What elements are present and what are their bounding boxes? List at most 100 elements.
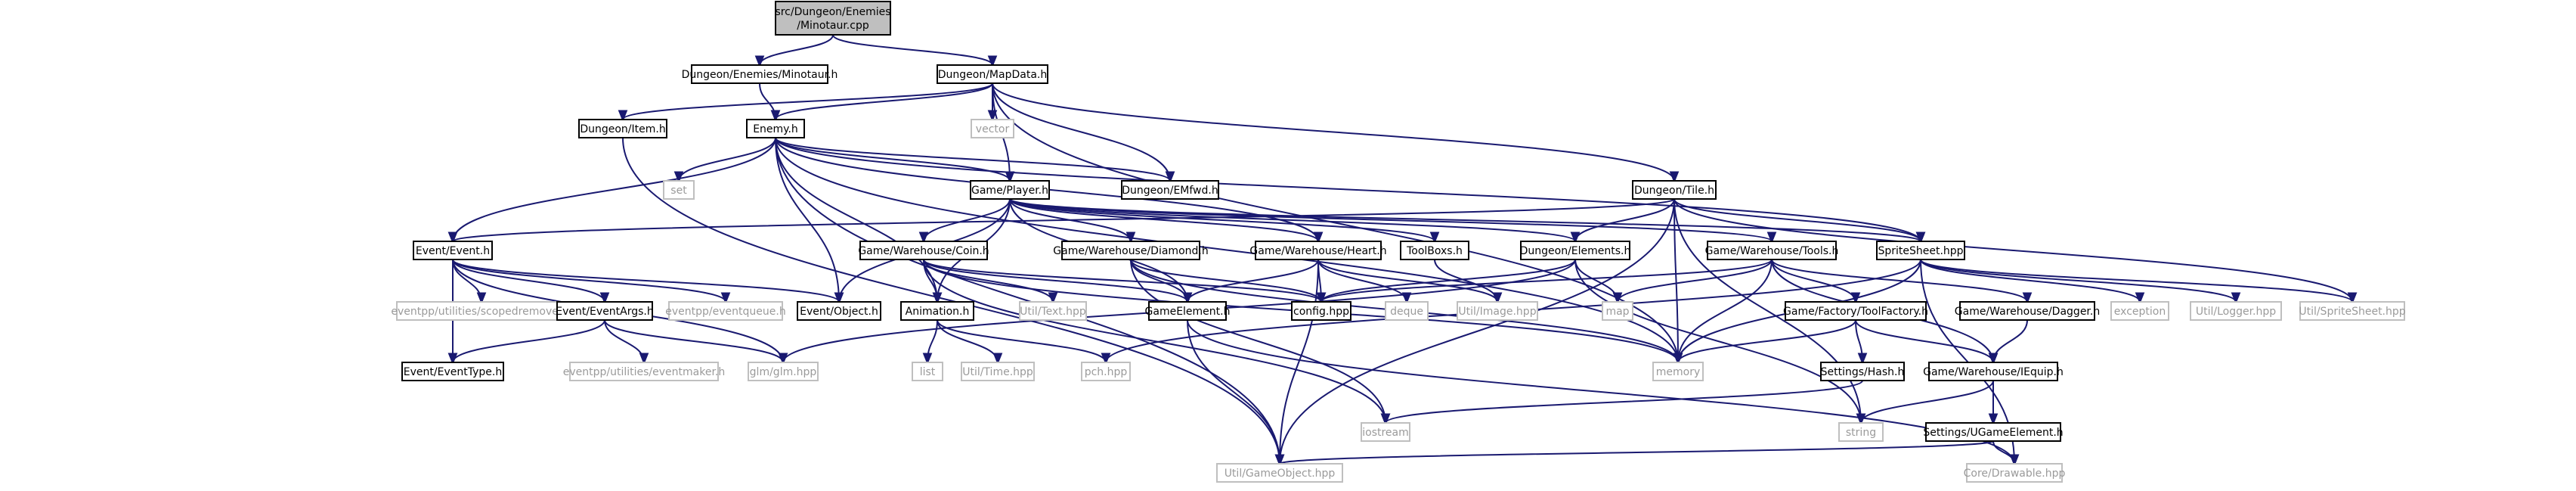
node-eventmaker[interactable]: eventpp/utilities/eventmaker.h	[563, 362, 726, 381]
node-player[interactable]: Game/Player.h	[970, 180, 1050, 200]
node-diamond[interactable]: Game/Warehouse/Diamond.h	[1053, 241, 1209, 260]
node-list[interactable]: list	[912, 362, 943, 381]
node-box-pch	[1081, 362, 1131, 381]
node-dagger[interactable]: Game/Warehouse/Dagger.h	[1955, 301, 2100, 321]
node-spritesheet[interactable]: SpriteSheet.hpp	[1876, 241, 1965, 260]
edge-coin-to-iostream	[923, 259, 1386, 423]
node-event[interactable]: Event/Event.h	[413, 241, 493, 260]
node-box-hash	[1820, 362, 1905, 381]
node-memory[interactable]: memory	[1652, 362, 1704, 381]
edge-gameelement-to-drawable	[1187, 319, 2014, 464]
node-box-tile	[1632, 180, 1717, 200]
node-string[interactable]: string	[1838, 422, 1884, 442]
edge-diamond-to-iostream	[1130, 259, 1386, 423]
node-emfwd[interactable]: Dungeon/EMfwd.h	[1121, 180, 1219, 200]
node-enemy[interactable]: Enemy.h	[746, 119, 805, 138]
node-mapdata[interactable]: Dungeon/MapData.h	[937, 64, 1048, 84]
edge-tile-to-gameobject	[1280, 198, 1675, 464]
edge-mapdata-to-memory	[992, 82, 1678, 362]
node-label-object: Event/Object.h	[800, 306, 878, 318]
node-object[interactable]: Event/Object.h	[797, 301, 881, 321]
node-label-elements: Dungeon/Elements.h	[1520, 245, 1631, 257]
node-eventqueue[interactable]: eventpp/eventqueue.h	[665, 301, 786, 321]
node-label-gameelement: GameElement.h	[1145, 306, 1231, 318]
edge-event-to-eventargs	[452, 259, 605, 302]
node-eventtype[interactable]: Event/EventType.h	[401, 362, 504, 381]
node-box-toolfactory	[1785, 301, 1927, 321]
node-heart[interactable]: Game/Warehouse/Heart.h	[1249, 241, 1387, 260]
node-label-root-line-1: src/Dungeon/Enemies	[775, 6, 890, 18]
node-label-iostream: iostream	[1362, 427, 1409, 439]
edge-player-to-toolboxs	[1009, 198, 1435, 241]
node-exception[interactable]: exception	[2110, 301, 2169, 321]
node-pch[interactable]: pch.hpp	[1081, 362, 1131, 381]
edge-heart-to-image	[1317, 259, 1497, 302]
node-elements[interactable]: Dungeon/Elements.h	[1520, 241, 1631, 260]
node-label-diamond: Game/Warehouse/Diamond.h	[1053, 245, 1208, 257]
node-label-item: Dungeon/Item.h	[580, 123, 665, 135]
node-drawable[interactable]: Core/Drawable.hpp	[1964, 463, 2066, 483]
edge-enemy-to-object	[775, 137, 839, 302]
edge-animation-to-time	[937, 319, 998, 362]
node-box-logger	[2190, 301, 2282, 321]
node-logger[interactable]: Util/Logger.hpp	[2190, 301, 2282, 321]
edge-enemy-to-player	[775, 137, 1010, 181]
edge-enemy-to-event	[453, 137, 776, 241]
node-label-drawable: Core/Drawable.hpp	[1964, 468, 2066, 480]
node-glm[interactable]: glm/glm.hpp	[748, 362, 819, 381]
node-box-dagger	[1959, 301, 2095, 321]
node-box-set	[663, 180, 695, 200]
node-label-enemy: Enemy.h	[753, 123, 798, 135]
node-label-toolfactory: Game/Factory/ToolFactory.h	[1783, 306, 1928, 318]
edge-enemy-to-set	[679, 137, 776, 181]
node-toolboxs[interactable]: ToolBoxs.h	[1400, 241, 1469, 260]
node-label-string: string	[1846, 427, 1876, 439]
node-item[interactable]: Dungeon/Item.h	[578, 119, 667, 138]
node-coin[interactable]: Game/Warehouse/Coin.h	[858, 241, 989, 260]
node-image[interactable]: Util/Image.hpp	[1457, 301, 1538, 321]
node-deque[interactable]: deque	[1385, 301, 1429, 321]
node-iostream[interactable]: iostream	[1361, 422, 1410, 442]
edge-gameelement-to-gameobject	[1187, 319, 1280, 464]
edge-enemy-to-emfwd	[775, 137, 1170, 181]
node-minotaur_h[interactable]: Dungeon/Enemies/Minotaur.h	[682, 64, 838, 84]
node-box-spritesheet	[1876, 241, 1965, 260]
node-box-ugameelement	[1925, 422, 2061, 442]
node-box-player	[970, 180, 1050, 200]
node-hash[interactable]: Settings/Hash.h	[1820, 362, 1905, 381]
node-label-deque: deque	[1390, 306, 1423, 318]
node-animation[interactable]: Animation.h	[900, 301, 974, 321]
node-label-dagger: Game/Warehouse/Dagger.h	[1955, 306, 2100, 318]
node-label-memory: memory	[1656, 366, 1701, 378]
node-vector[interactable]: vector	[971, 119, 1014, 138]
node-ugameelement[interactable]: Settings/UGameElement.h	[1923, 422, 2064, 442]
node-iequip[interactable]: Game/Warehouse/IEquip.h	[1923, 362, 2064, 381]
edge-player-to-elements	[1009, 198, 1575, 241]
node-root[interactable]: src/Dungeon/Enemies/Minotaur.cpp	[775, 1, 891, 36]
edge-tile-to-util_spritesheet	[1673, 198, 2352, 302]
node-eventargs[interactable]: Event/EventArgs.h	[556, 301, 654, 321]
node-map[interactable]: map	[1602, 301, 1633, 321]
edge-animation-to-list	[927, 319, 938, 362]
node-config[interactable]: config.hpp	[1291, 301, 1351, 321]
node-box-eventqueue	[668, 301, 783, 321]
node-gameelement[interactable]: GameElement.h	[1145, 301, 1231, 321]
node-tile[interactable]: Dungeon/Tile.h	[1632, 180, 1717, 200]
node-util_spritesheet[interactable]: Util/SpriteSheet.hpp	[2299, 301, 2406, 321]
node-label-text: Util/Text.hpp	[1020, 306, 1086, 318]
node-box-drawable	[1966, 463, 2063, 483]
node-label-spritesheet: SpriteSheet.hpp	[1878, 245, 1963, 257]
node-scopedremover[interactable]: eventpp/utilities/scopedremover.h	[391, 301, 572, 321]
node-toolfactory[interactable]: Game/Factory/ToolFactory.h	[1783, 301, 1928, 321]
edge-player-to-coin	[924, 198, 1011, 241]
node-text[interactable]: Util/Text.hpp	[1019, 301, 1087, 321]
node-box-gameobject	[1216, 463, 1343, 483]
node-gameobject[interactable]: Util/GameObject.hpp	[1216, 463, 1343, 483]
node-tools[interactable]: Game/Warehouse/Tools.h	[1705, 241, 1839, 260]
node-set[interactable]: set	[663, 180, 695, 200]
node-box-eventargs	[556, 301, 653, 321]
node-time[interactable]: Util/Time.hpp	[961, 362, 1035, 381]
edge-toolfactory-to-hash	[1855, 319, 1862, 362]
node-label-pch: pch.hpp	[1085, 366, 1128, 378]
node-box-coin	[859, 241, 988, 260]
